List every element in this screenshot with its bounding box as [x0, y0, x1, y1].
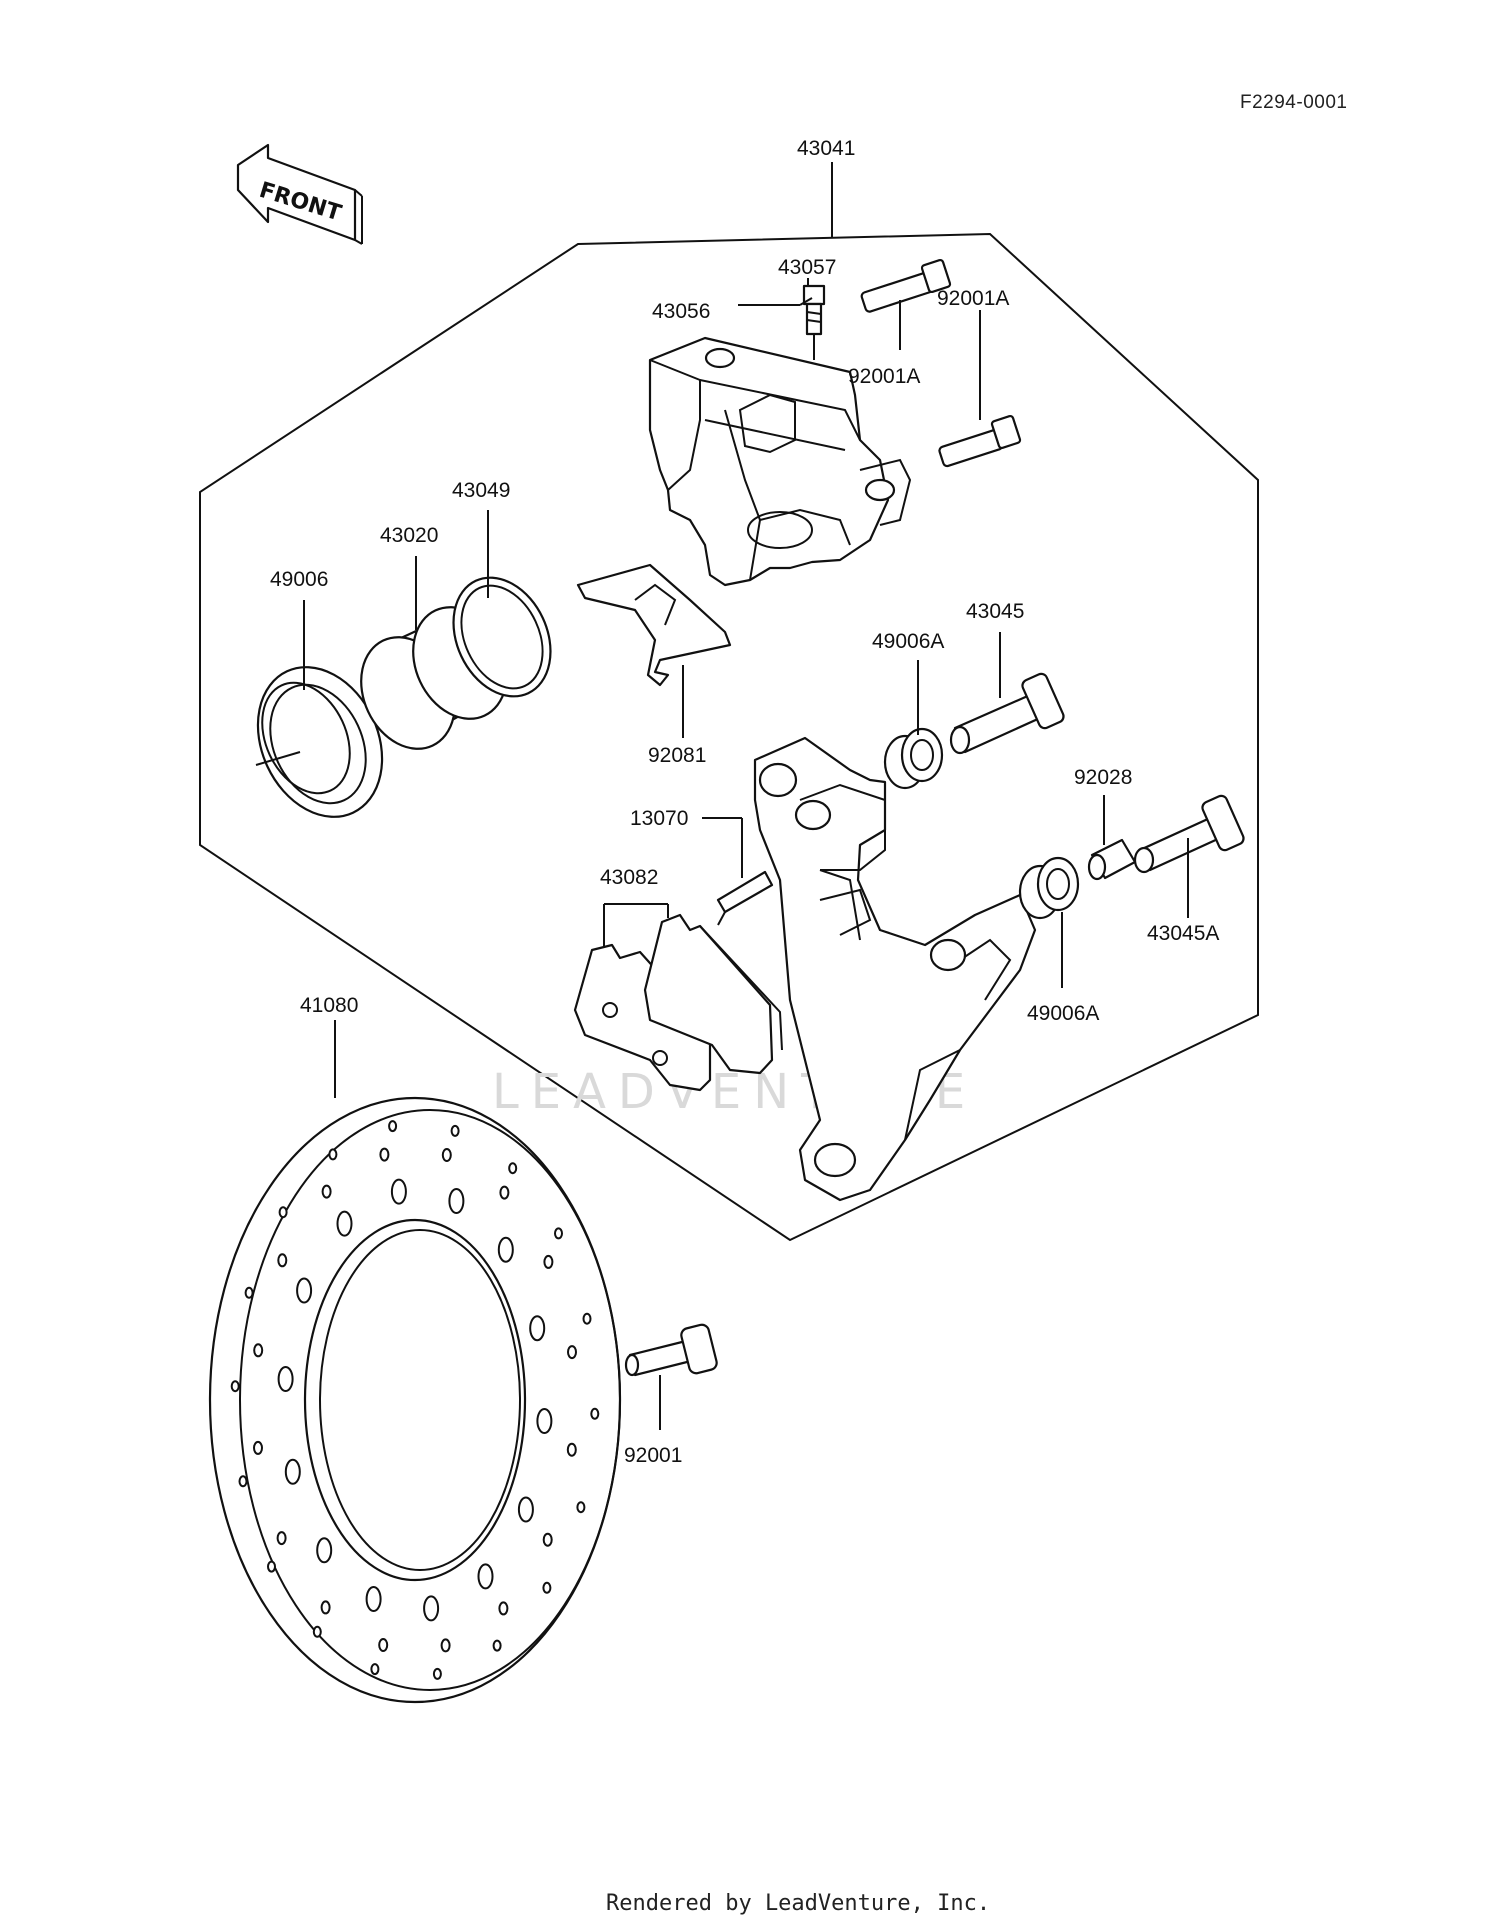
- part-label-43057: 43057: [778, 256, 836, 279]
- part-label-43049: 43049: [452, 479, 510, 502]
- disc-hole: [328, 1148, 338, 1161]
- boot-49006a-upper-part: [883, 727, 944, 790]
- pin-43045-part: [949, 672, 1065, 755]
- disc-hole: [379, 1147, 390, 1162]
- seal-43049-part: [452, 576, 552, 698]
- front-direction-arrow-icon: FRONT: [236, 143, 363, 245]
- disc-hole: [542, 1581, 552, 1594]
- part-label-49006a-upper: 49006A: [872, 630, 944, 653]
- footer-credit: Rendered by LeadVenture, Inc.: [606, 1891, 990, 1916]
- caliper-assembly-outline: [199, 232, 1259, 1242]
- disc-hole: [554, 1227, 563, 1240]
- disc-hole: [492, 1639, 502, 1652]
- disc-hole: [567, 1345, 577, 1360]
- disc-hole: [499, 1185, 510, 1200]
- brake-pads-43082-part: [573, 913, 783, 1092]
- disc-hole: [284, 1458, 301, 1485]
- brake-disc-41080-part: [208, 1096, 622, 1704]
- part-label-43045: 43045: [966, 600, 1024, 623]
- bleed-valve-part: [802, 284, 826, 360]
- disc-hole: [278, 1206, 288, 1219]
- bolt-92001a-upper: [860, 258, 952, 313]
- disc-hole: [370, 1663, 380, 1676]
- disc-hole: [576, 1501, 586, 1514]
- part-label-41080: 41080: [300, 994, 358, 1017]
- disc-hole: [508, 1162, 518, 1175]
- part-label-92081: 92081: [648, 744, 706, 767]
- part-label-92001: 92001: [624, 1444, 682, 1467]
- disc-hole: [582, 1312, 592, 1325]
- part-label-92001a-upper: 92001A: [848, 365, 920, 388]
- disc-hole: [440, 1638, 451, 1653]
- disc-hole: [296, 1277, 313, 1304]
- disc-hole: [267, 1560, 276, 1573]
- disc-hole: [536, 1408, 553, 1434]
- part-label-43020: 43020: [380, 524, 438, 547]
- sleeve-92028-part: [1087, 838, 1137, 881]
- disc-hole: [432, 1667, 442, 1680]
- part-label-43041: 43041: [797, 137, 855, 160]
- disc-hole: [450, 1124, 460, 1137]
- bolt-92001a-lower: [938, 414, 1022, 468]
- disc-hole: [238, 1475, 248, 1488]
- disc-hole: [477, 1563, 494, 1590]
- disc-hole: [320, 1600, 331, 1615]
- disc-hole: [542, 1532, 553, 1547]
- caliper-body: [648, 336, 912, 587]
- disc-hole: [590, 1407, 600, 1420]
- part-label-49006a-lower: 49006A: [1027, 1002, 1099, 1025]
- disc-hole: [365, 1586, 382, 1612]
- part-label-43045a: 43045A: [1147, 922, 1219, 945]
- part-label-43056: 43056: [652, 300, 710, 323]
- disc-hole: [321, 1184, 332, 1199]
- disc-hole: [312, 1625, 322, 1638]
- part-label-92028: 92028: [1074, 766, 1132, 789]
- disc-hole: [423, 1595, 440, 1622]
- disc-hole: [543, 1254, 554, 1269]
- spring-92081-part: [576, 563, 732, 687]
- disc-hole: [529, 1315, 546, 1342]
- disc-hole: [441, 1148, 452, 1162]
- part-label-43082: 43082: [600, 866, 658, 889]
- bolt-92001-part: [624, 1323, 718, 1377]
- caliper-bracket: [753, 736, 1037, 1202]
- disc-hole: [448, 1188, 465, 1214]
- disc-hole: [517, 1496, 534, 1523]
- disc-hole: [388, 1120, 398, 1133]
- boot-49006a-lower-part: [1018, 856, 1080, 920]
- part-label-49006: 49006: [270, 568, 328, 591]
- disc-hole: [253, 1343, 264, 1358]
- disc-hole: [566, 1442, 577, 1457]
- disc-hole: [390, 1178, 407, 1205]
- leader-lines: [255, 162, 1189, 1430]
- disc-hole: [336, 1210, 353, 1237]
- disc-hole: [316, 1537, 333, 1564]
- disc-hole: [230, 1380, 240, 1393]
- disc-hole: [277, 1253, 288, 1268]
- disc-hole: [244, 1286, 254, 1299]
- disc-hole: [378, 1638, 389, 1652]
- disc-hole: [497, 1236, 514, 1263]
- disc-holes: [230, 1120, 600, 1680]
- disc-hole: [277, 1366, 294, 1392]
- pin-43045a-part: [1133, 794, 1245, 874]
- disc-hole: [276, 1531, 287, 1546]
- part-label-13070: 13070: [630, 807, 688, 830]
- part-label-92001a-right: 92001A: [937, 287, 1009, 310]
- disc-hole: [253, 1440, 263, 1455]
- shim-13070-part: [716, 870, 774, 926]
- diagram-reference-code: F2294-0001: [1240, 92, 1347, 113]
- part-number-labels: 43041 43057 43056 92001A 92001A 43049 43…: [270, 137, 1219, 1467]
- disc-hole: [498, 1601, 509, 1616]
